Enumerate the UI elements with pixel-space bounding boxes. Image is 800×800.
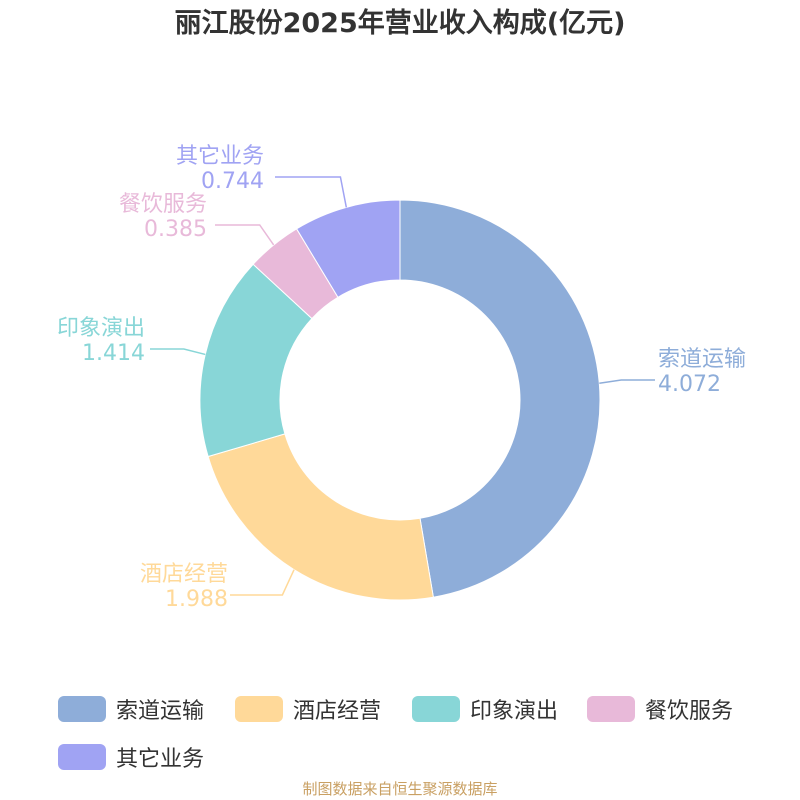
leader-line-3 (150, 348, 206, 356)
slice-label-2: 酒店经营 (140, 562, 228, 587)
legend-item-3[interactable]: 印象演出 (412, 693, 558, 725)
source-note: 制图数据来自恒生聚源数据库 (302, 780, 498, 798)
slice-label-4: 餐饮服务 (119, 192, 207, 217)
legend-swatch (587, 696, 635, 722)
legend-swatch (58, 744, 106, 770)
legend-item-5[interactable]: 其它业务 (58, 741, 204, 773)
slice-value-5: 0.744 (201, 169, 264, 194)
legend-label: 索道运输 (116, 699, 205, 724)
legend-swatch (235, 696, 283, 722)
legend-label: 其它业务 (116, 747, 205, 772)
legend-item-2[interactable]: 酒店经营 (235, 693, 381, 725)
leader-line-2 (230, 569, 295, 596)
slice-value-1: 4.072 (658, 372, 721, 397)
slice-label-1: 索道运输 (658, 347, 746, 372)
slice-label-3: 印象演出 (57, 316, 145, 341)
slice-value-2: 1.988 (165, 587, 228, 612)
chart-title: 丽江股份2025年营业收入构成(亿元) (174, 8, 626, 39)
donut-slice-1[interactable] (399, 199, 601, 598)
legend-item-4[interactable]: 餐饮服务 (587, 693, 733, 725)
legend-label: 酒店经营 (293, 699, 382, 724)
legend-swatch (58, 696, 106, 722)
slice-value-3: 1.414 (82, 341, 145, 366)
legend-label: 餐饮服务 (645, 699, 734, 724)
donut-slice-5[interactable] (295, 199, 401, 298)
leader-line-5 (275, 176, 348, 208)
legend-item-1[interactable]: 索道运输 (58, 693, 204, 725)
leader-line-4 (215, 224, 275, 246)
leader-line-1 (599, 379, 655, 384)
legend-label: 印象演出 (470, 699, 559, 724)
slice-label-5: 其它业务 (176, 144, 264, 169)
slice-value-4: 0.385 (144, 217, 207, 242)
donut-slice-2[interactable] (207, 433, 434, 601)
legend-swatch (412, 696, 460, 722)
